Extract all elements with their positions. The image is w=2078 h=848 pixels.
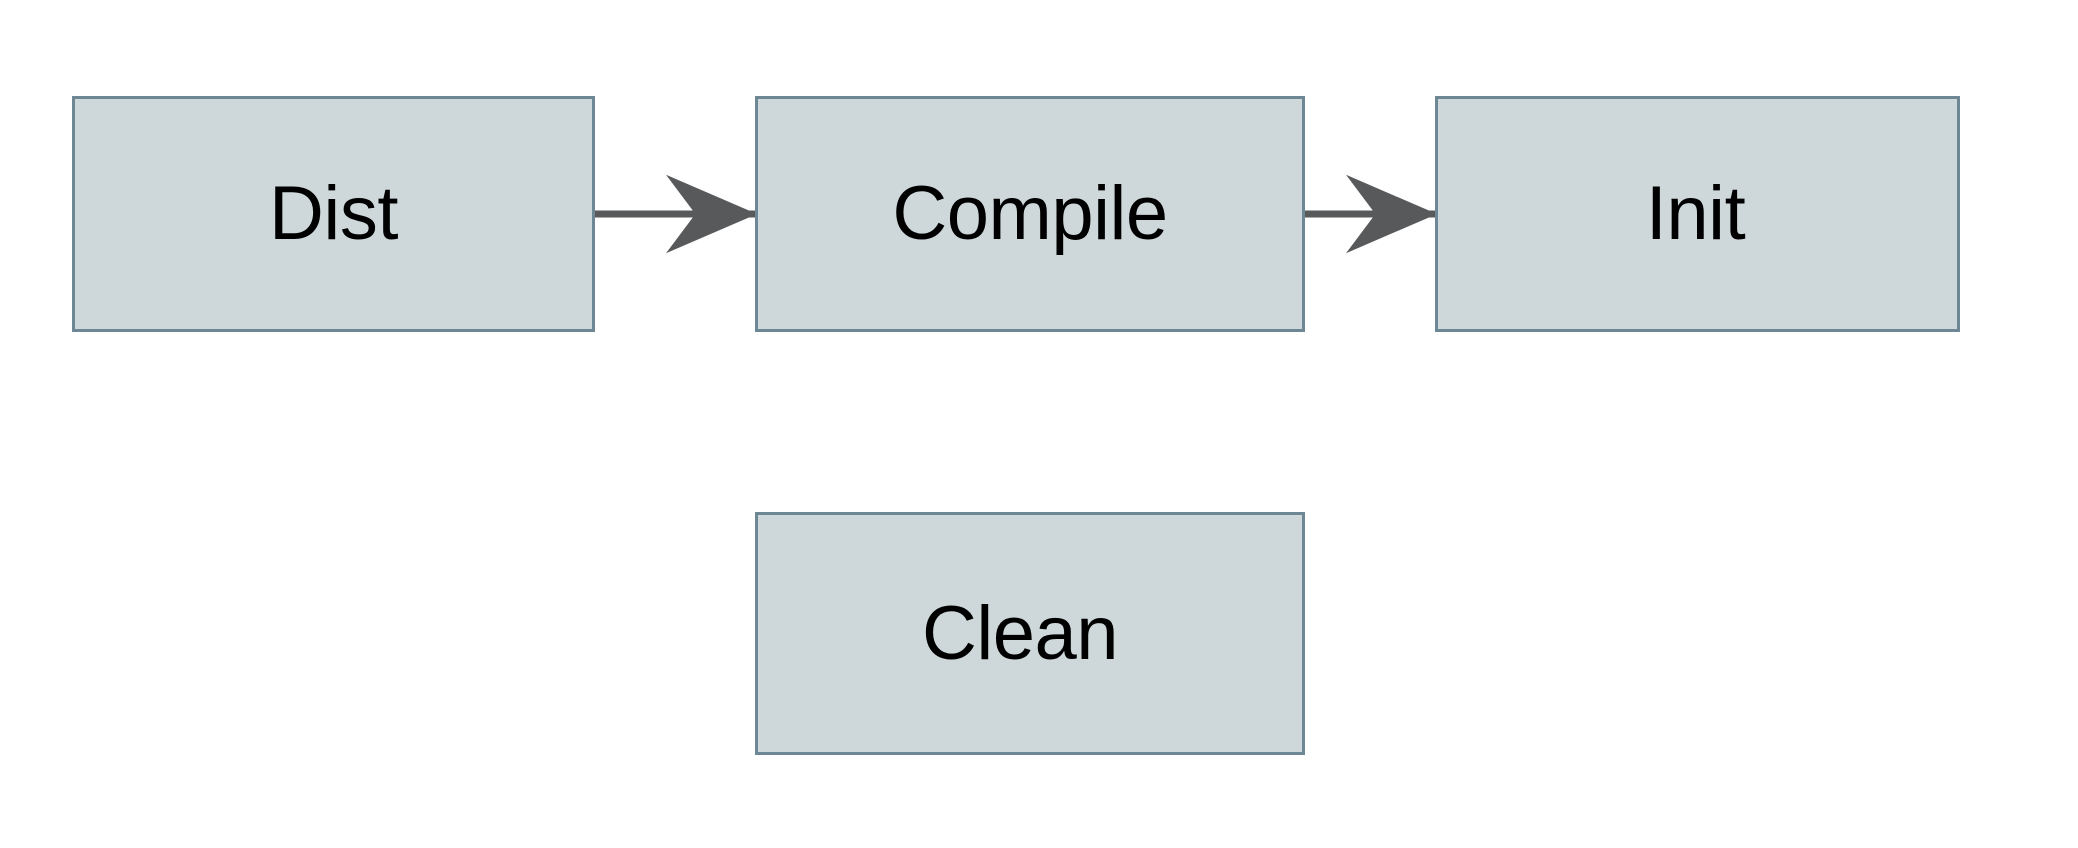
node-init-label: Init bbox=[1645, 171, 1746, 256]
node-compile-label: Compile bbox=[892, 171, 1168, 256]
node-init[interactable]: Init bbox=[1435, 96, 1960, 332]
node-dist-label: Dist bbox=[269, 171, 398, 256]
node-compile[interactable]: Compile bbox=[755, 96, 1305, 332]
node-clean[interactable]: Clean bbox=[755, 512, 1305, 755]
node-dist[interactable]: Dist bbox=[72, 96, 595, 332]
node-clean-label: Clean bbox=[921, 590, 1119, 676]
